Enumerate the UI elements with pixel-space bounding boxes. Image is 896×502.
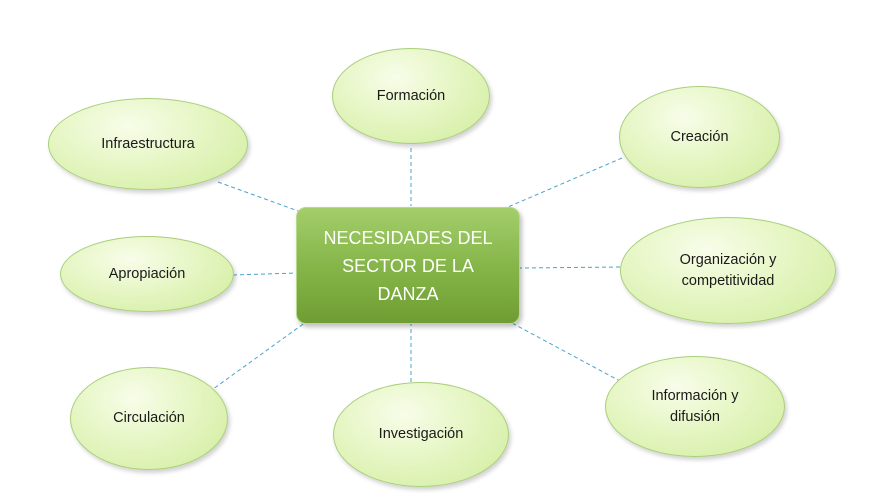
central-node: NECESIDADES DEL SECTOR DE LA DANZA — [296, 207, 520, 324]
node-organizacion-label: Organización y competitividad — [679, 251, 777, 289]
node-apropiacion: Apropiación — [60, 236, 234, 312]
node-formacion-label: Formación — [376, 87, 446, 104]
node-formacion: Formación — [332, 48, 490, 144]
node-creacion-label: Creación — [670, 128, 729, 145]
node-informacion-label: Información y difusión — [651, 387, 739, 425]
node-circulacion-label: Circulación — [113, 410, 185, 426]
connector-informacion — [509, 321, 634, 389]
connector-creacion — [507, 157, 623, 208]
connector-organizacion — [519, 266, 621, 269]
connector-infraestructura — [217, 181, 302, 213]
central-node-label: NECESIDADES DEL SECTOR DE LA DANZA — [323, 227, 493, 304]
node-infraestructura: Infraestructura — [48, 98, 248, 190]
node-infraestructura-label: Infraestructura — [101, 135, 195, 152]
connector-apropiacion — [232, 272, 297, 276]
node-investigacion: Investigación — [333, 382, 509, 487]
node-organizacion: Organización y competitividad — [620, 217, 836, 324]
node-creacion: Creación — [619, 86, 780, 188]
node-informacion: Información y difusión — [605, 356, 785, 457]
connector-circulacion — [208, 321, 307, 393]
node-circulacion: Circulación — [70, 367, 228, 470]
node-investigacion-label: Investigación — [378, 426, 464, 442]
node-apropiacion-label: Apropiación — [108, 265, 186, 282]
